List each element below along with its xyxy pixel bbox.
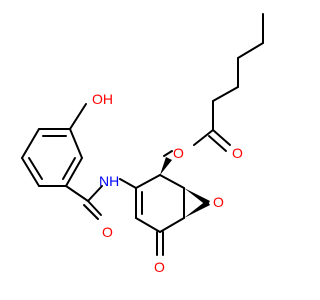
bond: [119, 178, 137, 189]
wedge-bond: [184, 188, 210, 206]
bond: [21, 128, 40, 159]
benzene-ring: [21, 103, 87, 187]
epoxide-oxygen-label: O: [213, 194, 224, 210]
bond: [212, 129, 231, 146]
bond: [87, 185, 103, 202]
amide-oxygen-label: O: [102, 224, 113, 240]
bond: [62, 157, 76, 180]
amide-group: [65, 178, 137, 220]
amide-nitrogen-label: NH: [99, 173, 119, 189]
bond: [212, 86, 239, 102]
cyclohexenone-ring: [135, 174, 185, 256]
epoxide: [184, 188, 210, 218]
bond: [159, 217, 185, 233]
bond: [28, 157, 43, 180]
ester-linkage: [160, 150, 173, 175]
bond: [193, 129, 214, 146]
bond: [135, 217, 161, 233]
bond: [69, 103, 87, 130]
hexanoyl-chain: [193, 13, 264, 152]
bond: [83, 204, 99, 220]
bond: [159, 174, 185, 189]
wedge-bond: [184, 200, 210, 218]
wedge-bond: [160, 157, 172, 175]
bond: [65, 157, 83, 187]
ester-oxygen-label: O: [173, 145, 184, 161]
bond: [163, 150, 173, 157]
hydroxyl-label: OH: [92, 91, 113, 107]
bond: [87, 200, 102, 216]
ketone-oxygen-label: O: [154, 259, 165, 275]
molecule-structure: OH NH O O O O O: [21, 13, 264, 275]
ester-carbonyl-oxygen-label: O: [232, 145, 243, 161]
bond: [135, 174, 161, 189]
bond: [69, 128, 83, 159]
bond: [65, 185, 89, 202]
bond: [208, 135, 227, 152]
bond: [21, 157, 40, 187]
bond: [237, 42, 264, 59]
